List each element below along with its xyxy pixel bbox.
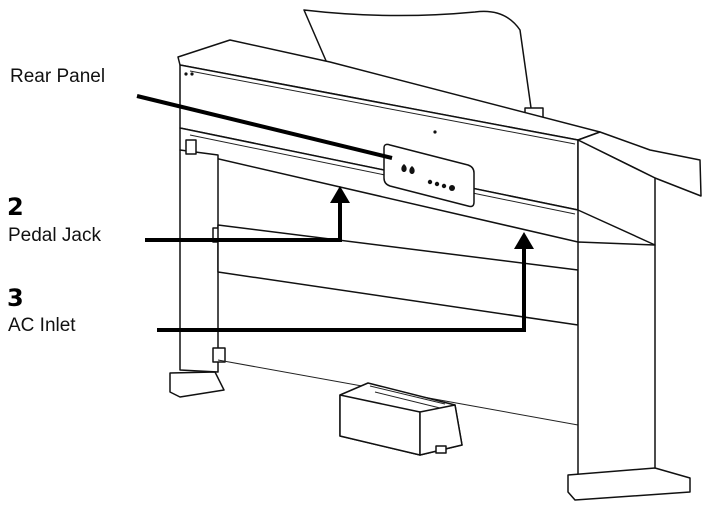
- pedal-jack-arrow: [330, 186, 350, 203]
- ac-inlet-arrow: [514, 232, 534, 249]
- callout-lines: [136, 94, 534, 332]
- left-leg: [169, 139, 228, 398]
- ac-inlet-number: 3: [7, 284, 24, 312]
- right-leg: [567, 241, 691, 501]
- rear-panel-box: [383, 143, 475, 208]
- pedal-jack-number: 2: [7, 193, 24, 221]
- cabinet: [177, 39, 702, 246]
- pedal-jack-label: Pedal Jack: [8, 225, 101, 246]
- rear-panel-leader: [136, 94, 393, 160]
- rear-panel-label: Rear Panel: [10, 66, 106, 87]
- jack-icon: [401, 164, 407, 172]
- pedal-unit: [339, 382, 463, 456]
- pedal-jack-leader: [145, 196, 342, 242]
- ac-inlet-label: AC Inlet: [8, 315, 76, 336]
- ac-inlet-leader: [157, 242, 526, 332]
- jack-icon: [409, 166, 415, 174]
